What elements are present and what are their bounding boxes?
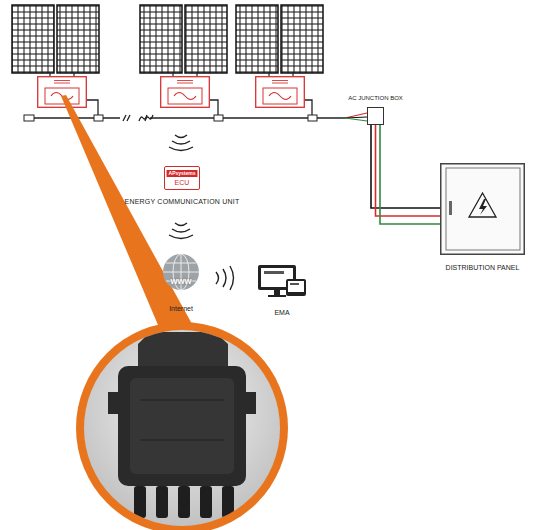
ac-wire-bundle <box>371 125 440 224</box>
panel-icon <box>440 163 525 255</box>
ac-trunk-cable <box>34 100 345 121</box>
microinverters <box>38 77 305 108</box>
ac-connector <box>222 486 234 518</box>
junction-box: AC JUNCTION BOX <box>367 107 384 125</box>
solar-module <box>185 5 227 73</box>
solar-module <box>236 5 278 73</box>
microinverter <box>256 77 305 108</box>
t-connector <box>94 115 103 121</box>
device-label: ECU <box>175 179 190 186</box>
distribution-panel: DISTRIBUTION PANEL <box>440 163 525 255</box>
solar-modules <box>12 5 323 73</box>
solar-module <box>140 5 182 73</box>
callout-ring <box>76 322 288 530</box>
t-connector <box>308 115 317 121</box>
inverter-body <box>118 366 246 486</box>
solar-module <box>281 5 323 73</box>
dc-connector <box>200 486 212 518</box>
wireless-signal <box>216 266 234 290</box>
internet-label: Internet <box>169 305 193 312</box>
logo-text: APsystems <box>167 170 198 177</box>
monitor-icon <box>256 263 308 299</box>
ac-wire <box>371 125 440 208</box>
ecu-device: APsystemsECUENERGY COMMUNICATION UNIT <box>164 166 200 190</box>
dc-connector <box>178 486 190 518</box>
device-caption: ENERGY COMMUNICATION UNIT <box>125 198 240 205</box>
dc-cables <box>50 73 293 76</box>
solar-module <box>57 5 99 73</box>
panel-label: DISTRIBUTION PANEL <box>446 264 520 271</box>
ac-wire <box>376 125 441 216</box>
lid-ridge <box>140 400 224 440</box>
callout-leader <box>61 95 192 325</box>
wireless-signal <box>169 135 193 151</box>
globe-label: www <box>170 277 191 286</box>
cable-end-cap <box>24 115 34 121</box>
internet-globe: wwwInternet <box>162 253 200 291</box>
callout-background <box>84 330 280 526</box>
microinverter-photo <box>108 332 256 518</box>
microinverter <box>161 77 210 108</box>
wireless-signal <box>169 223 193 239</box>
ac-wire <box>380 125 440 224</box>
box-label: AC JUNCTION BOX <box>348 95 403 101</box>
solar-module <box>12 5 54 73</box>
ema-monitor: EMA <box>256 263 308 299</box>
t-connector <box>214 115 223 121</box>
junction-feed-wires <box>345 113 367 121</box>
microinverter <box>38 77 87 108</box>
dc-connector <box>134 486 146 518</box>
dc-connector <box>156 486 168 518</box>
inverter-lid <box>130 378 234 474</box>
ema-label: EMA <box>274 309 289 316</box>
